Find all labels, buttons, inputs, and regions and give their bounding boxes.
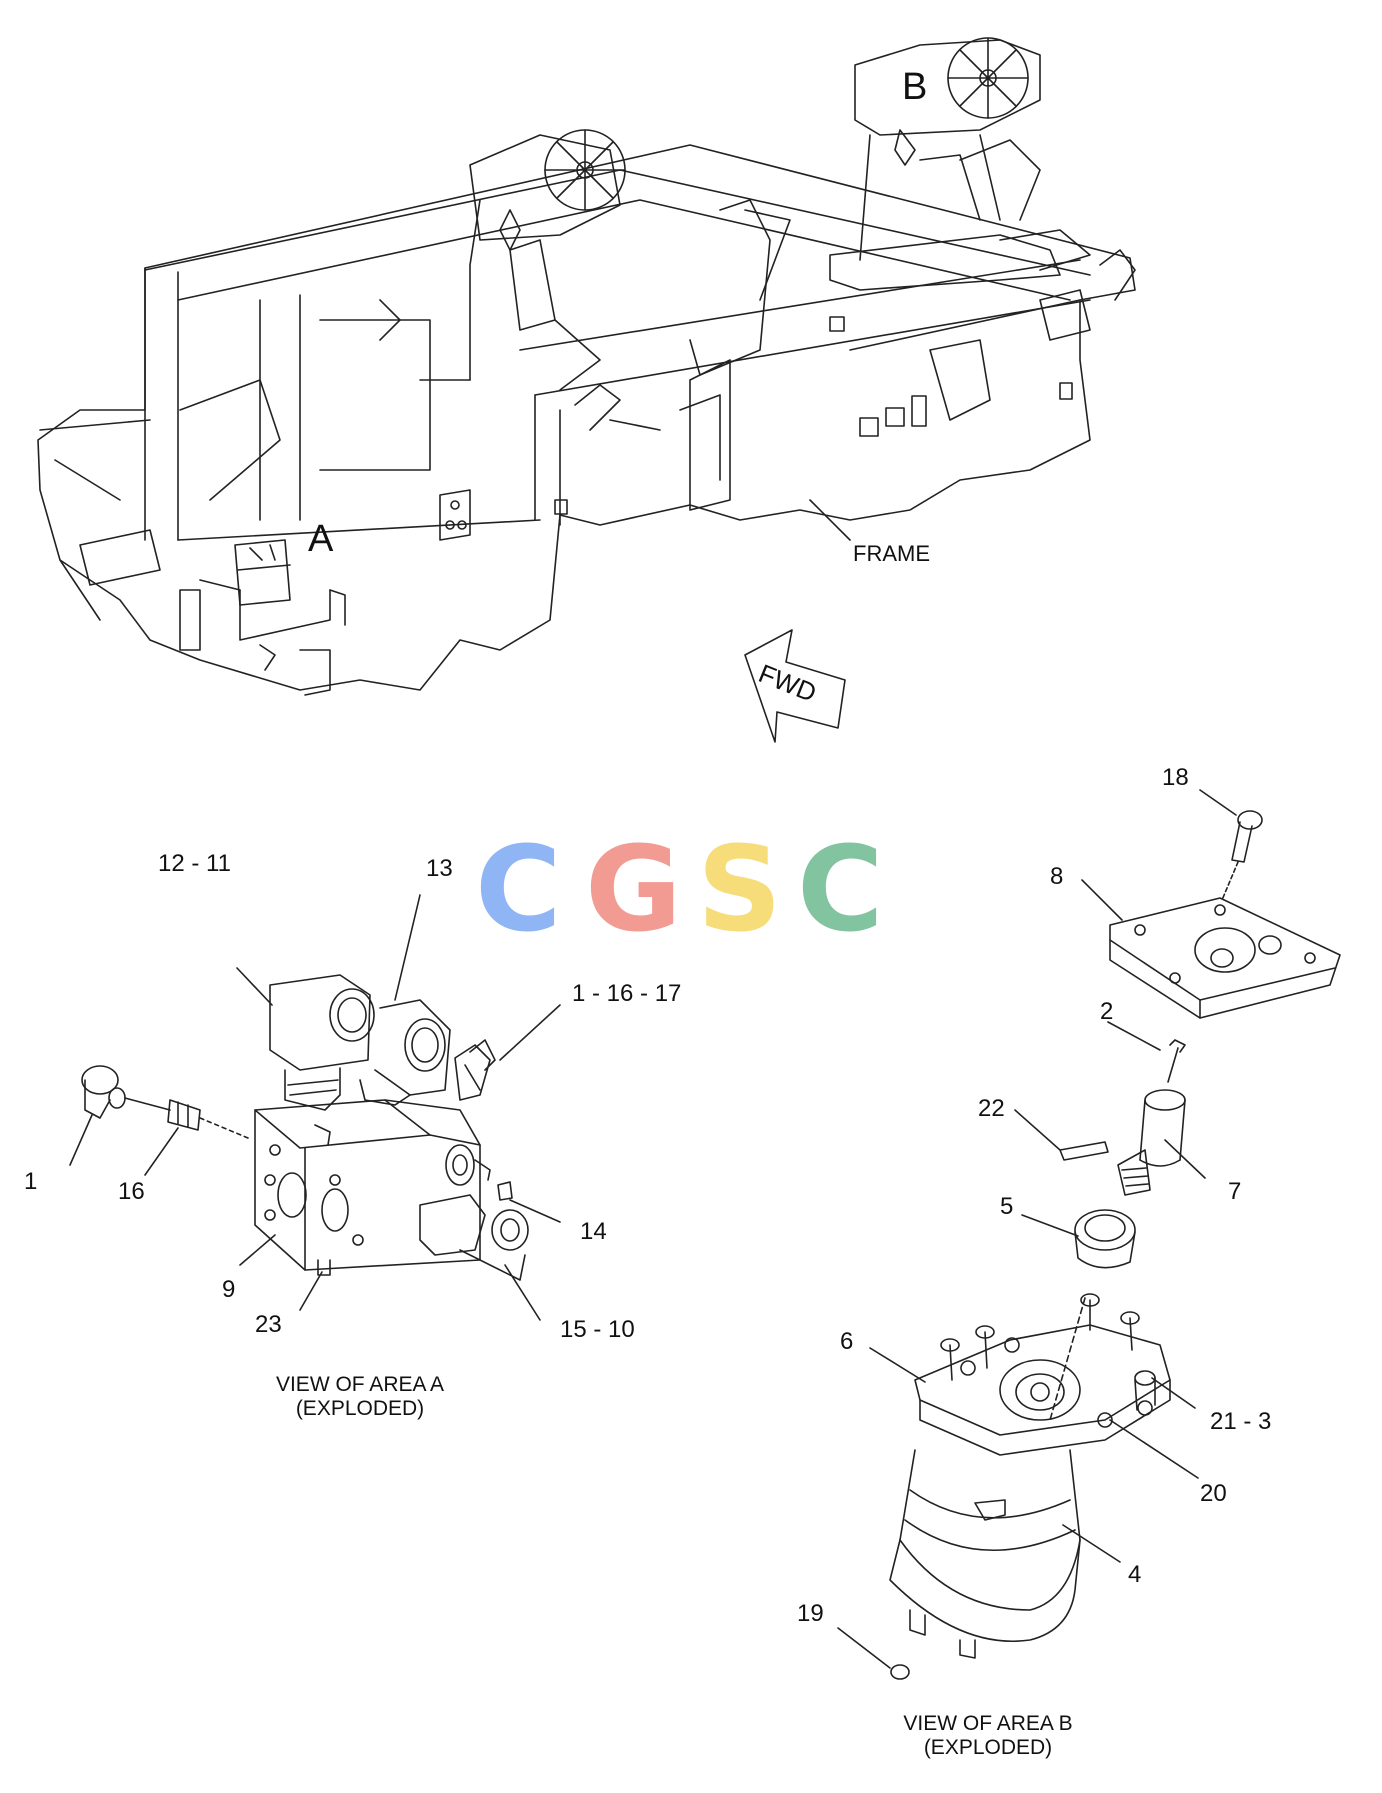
part-16-label: 16 (118, 1178, 145, 1205)
part-4-label: 4 (1128, 1561, 1142, 1588)
area-a-marker: A (308, 518, 334, 560)
part-5-label: 5 (1000, 1193, 1014, 1220)
part-2-label: 2 (1100, 998, 1114, 1025)
part-6-label: 6 (840, 1328, 854, 1355)
view-a-caption-line1: VIEW OF AREA A (275, 1373, 445, 1396)
view-a-caption-line2: (EXPLODED) (295, 1397, 425, 1421)
part-8-label: 8 (1050, 863, 1064, 890)
watermark-letter-g: G (585, 820, 682, 958)
part-23-label: 23 (255, 1311, 282, 1338)
part-21-3-label: 21 - 3 (1210, 1408, 1272, 1435)
part-18-label: 18 (1162, 764, 1189, 791)
part-1-label: 1 (24, 1168, 38, 1195)
area-b-marker: B (902, 66, 928, 108)
watermark-logo: C G S C (475, 830, 915, 950)
area-a-exploded-view (70, 895, 560, 1320)
part-13-label: 13 (426, 855, 453, 882)
view-b-caption-line2: (EXPLODED) (923, 1736, 1053, 1760)
part-22-label: 22 (978, 1095, 1005, 1122)
watermark-letter-c2: C (797, 820, 884, 958)
area-b-exploded-view (838, 790, 1340, 1679)
part-12-11-label: 12 - 11 (158, 850, 231, 877)
part-9-label: 9 (222, 1276, 236, 1303)
frame-label: FRAME (853, 541, 930, 566)
part-20-label: 20 (1200, 1480, 1227, 1507)
view-a-caption: VIEW OF AREA A (EXPLODED) (230, 1373, 490, 1421)
part-15-10-label: 15 - 10 (560, 1316, 635, 1343)
part-14-label: 14 (580, 1218, 607, 1245)
forward-arrow-icon (745, 630, 845, 742)
watermark-letter-s: S (697, 820, 782, 958)
part-7-label: 7 (1228, 1178, 1242, 1205)
part-1-16-17-label: 1 - 16 - 17 (572, 980, 682, 1007)
watermark-letter-c1: C (475, 820, 562, 958)
part-19-label: 19 (797, 1600, 824, 1627)
view-b-caption-line1: VIEW OF AREA B (903, 1712, 1073, 1735)
machine-frame-illustration (38, 38, 1135, 695)
view-b-caption: VIEW OF AREA B (EXPLODED) (858, 1712, 1118, 1760)
